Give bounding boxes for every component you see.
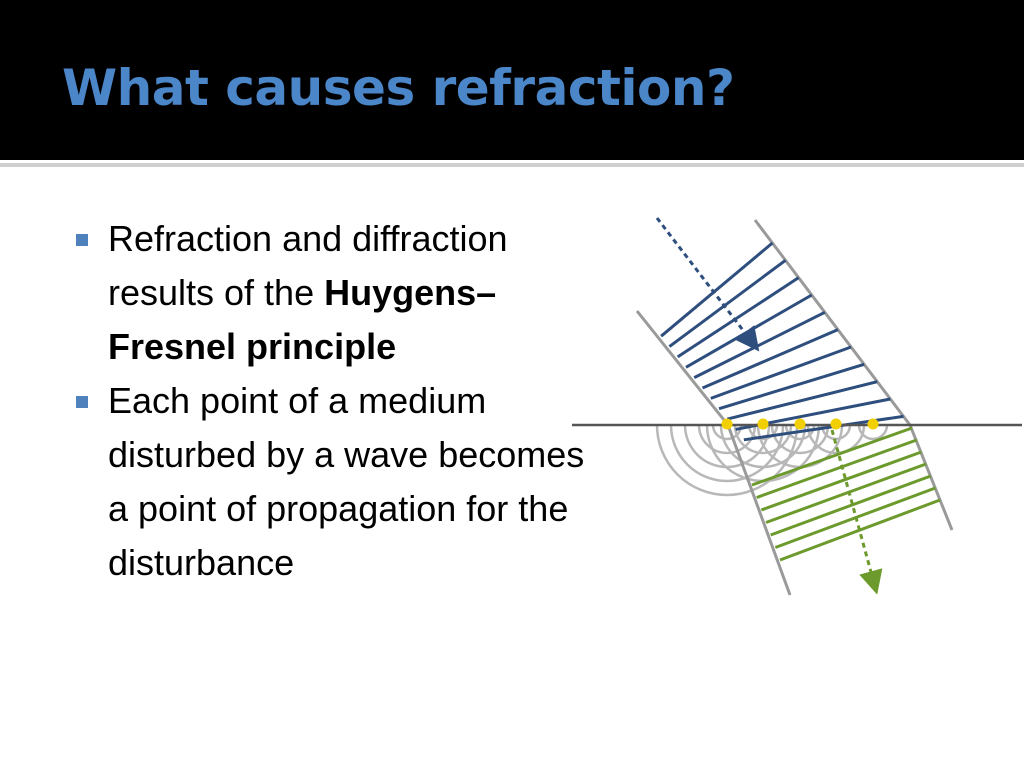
source-point — [794, 418, 806, 430]
wavelet-arc — [719, 424, 807, 469]
wavelet-arc — [697, 424, 757, 455]
ray-guide-line — [908, 424, 954, 531]
source-point — [757, 418, 769, 430]
wavelet-group — [655, 424, 889, 497]
ray-guide-line — [726, 424, 792, 596]
title-bar — [0, 0, 1024, 160]
ray-guide-line — [753, 219, 912, 426]
source-point — [867, 418, 879, 430]
incident-wavefront — [693, 311, 826, 379]
bullet-item: Each point of a medium disturbed by a wa… — [72, 374, 602, 590]
bullet-text-normal: Refraction and diffraction results of th… — [108, 218, 508, 313]
incident-ray-arrow — [655, 217, 760, 352]
incident-wavefront — [676, 276, 800, 359]
bullet-text: Each point of a medium disturbed by a wa… — [108, 380, 584, 583]
incident-wavefront — [701, 328, 839, 390]
incident-wavefront — [668, 259, 787, 348]
refracted-wavefront — [756, 438, 918, 499]
square-bullet-icon — [76, 396, 88, 408]
source-point — [830, 418, 842, 430]
incident-wavefront — [726, 380, 878, 421]
bullet-text-bold: Huygens–Fresnel principle — [108, 272, 497, 367]
wavelet-arc — [747, 424, 779, 441]
bullet-text: Refraction and diffraction results of th… — [108, 218, 508, 367]
incident-wavefront — [685, 293, 813, 369]
wavelet-arc — [806, 424, 866, 455]
ray-guide-line — [635, 310, 730, 426]
wavelet-arc — [711, 424, 743, 441]
wavelet-arc — [733, 424, 793, 455]
source-point-group — [721, 418, 879, 430]
refracted-wavefront — [770, 474, 932, 537]
bullet-text-normal: Each point of a medium disturbed by a wa… — [108, 380, 585, 583]
ray-guide-group — [635, 219, 954, 596]
bullet-item: Refraction and diffraction results of th… — [72, 212, 602, 374]
source-point — [721, 418, 733, 430]
title-divider — [0, 163, 1024, 167]
refracted-wavefront — [760, 450, 922, 512]
wavelet-arc — [857, 424, 889, 441]
square-bullet-icon — [76, 234, 88, 246]
incident-wavefront — [710, 345, 852, 400]
refracted-wavefront — [765, 462, 927, 524]
incident-wavefront — [718, 362, 865, 411]
slide-title: What causes refraction? — [62, 59, 735, 117]
incident-wavefront — [660, 241, 774, 338]
refraction-diagram — [572, 217, 1022, 596]
refracted-wavefront — [751, 426, 913, 487]
bullet-list: Refraction and diffraction results of th… — [72, 212, 602, 590]
